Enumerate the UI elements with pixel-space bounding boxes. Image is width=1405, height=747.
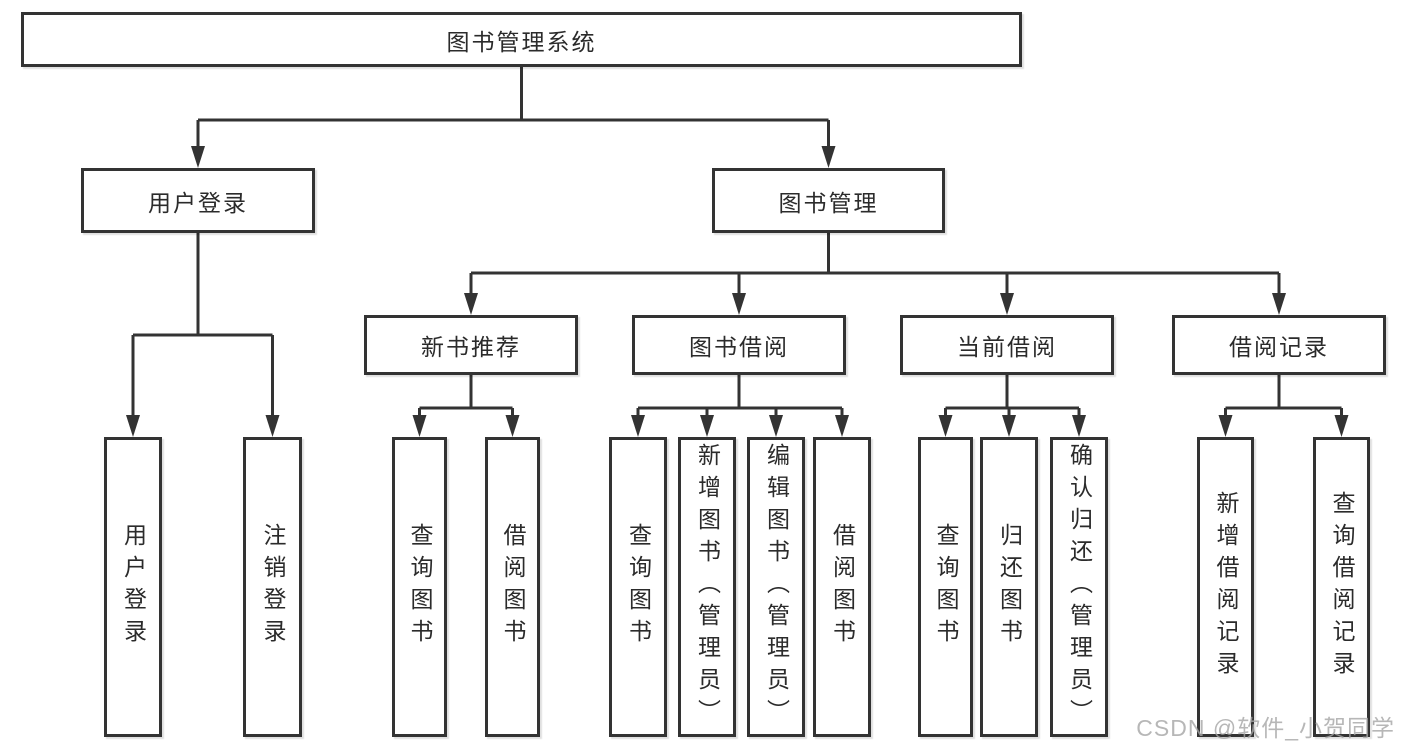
leaf-label: 查询借阅记录 <box>1329 491 1355 683</box>
arrowhead <box>265 415 280 437</box>
leaf-label: 编辑图书（管理员） <box>763 443 790 731</box>
node-leaf-query-books-current: 查询图书 <box>918 437 973 737</box>
connector-book-borrowing-to-leaves <box>636 375 844 417</box>
leaf-label: 归还图书 <box>996 523 1023 651</box>
node-leaf-logout: 注销登录 <box>243 437 302 737</box>
node-library-management-system: 图书管理系统 <box>21 12 1022 67</box>
arrowhead <box>821 146 836 168</box>
connector-book-management-to-sections <box>469 233 1281 295</box>
arrowhead <box>631 415 645 437</box>
node-leaf-add-books-admin: 新增图书（管理员） <box>678 437 736 737</box>
node-leaf-query-books-recommend: 查询图书 <box>392 437 447 737</box>
node-current-borrowing: 当前借阅 <box>900 315 1114 375</box>
node-leaf-add-borrow-record: 新增借阅记录 <box>1197 437 1254 737</box>
node-leaf-user-login: 用户登录 <box>104 437 162 737</box>
arrowhead <box>732 293 746 315</box>
leaf-label: 注销登录 <box>260 523 286 651</box>
leaf-label: 借阅图书 <box>500 523 526 651</box>
arrowhead <box>1334 415 1349 437</box>
leaf-label: 新增图书（管理员） <box>694 443 721 731</box>
node-leaf-query-borrow-record: 查询借阅记录 <box>1313 437 1370 737</box>
arrowhead <box>938 415 953 437</box>
arrowhead <box>1072 415 1086 437</box>
leaf-label: 用户登录 <box>120 523 147 651</box>
node-leaf-return-books: 归还图书 <box>980 437 1038 737</box>
arrowhead <box>1272 293 1286 315</box>
arrowhead <box>126 415 140 437</box>
arrowhead <box>769 415 783 437</box>
arrowhead <box>191 146 205 168</box>
node-user-login: 用户登录 <box>81 168 315 233</box>
node-leaf-borrow-books: 借阅图书 <box>813 437 871 737</box>
node-leaf-query-books-borrowing: 查询图书 <box>609 437 667 737</box>
node-new-book-recommendation: 新书推荐 <box>364 315 578 375</box>
leaf-label: 查询图书 <box>625 523 652 651</box>
node-leaf-borrow-books-recommend: 借阅图书 <box>485 437 540 737</box>
arrowhead <box>505 415 520 437</box>
arrowhead <box>412 415 427 437</box>
node-book-borrowing: 图书借阅 <box>632 315 846 375</box>
connector-new-book-to-leaves <box>418 375 514 417</box>
connector-user-login-to-leaves <box>131 233 274 417</box>
connector-borrow-records-to-leaves <box>1224 375 1343 417</box>
arrowhead <box>464 293 478 315</box>
node-book-management: 图书管理 <box>712 168 945 233</box>
leaf-label: 确认归还（管理员） <box>1066 443 1093 731</box>
connector-current-borrowing-to-leaves <box>944 375 1081 417</box>
node-borrowing-records: 借阅记录 <box>1172 315 1386 375</box>
node-leaf-edit-books-admin: 编辑图书（管理员） <box>747 437 805 737</box>
leaf-label: 查询图书 <box>407 523 433 651</box>
leaf-label: 查询图书 <box>933 523 959 651</box>
arrowhead <box>1218 415 1233 437</box>
arrowhead <box>1002 415 1016 437</box>
connector-root-to-level2 <box>196 67 830 148</box>
leaf-label: 新增借阅记录 <box>1213 491 1239 683</box>
arrowhead <box>700 415 714 437</box>
arrowhead <box>1000 293 1014 315</box>
node-leaf-confirm-return-admin: 确认归还（管理员） <box>1050 437 1108 737</box>
leaf-label: 借阅图书 <box>829 523 856 651</box>
arrowhead <box>835 415 849 437</box>
